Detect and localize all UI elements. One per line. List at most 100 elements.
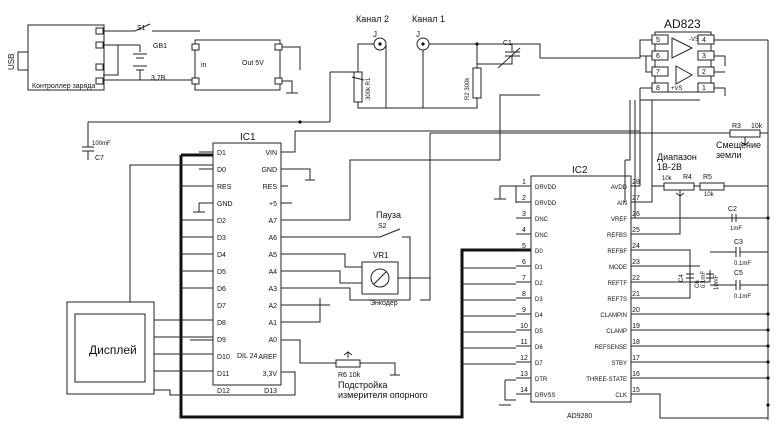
boost-converter: in Out 5V (191, 39, 301, 94)
ic1-pin-label: D6 (217, 286, 226, 293)
switch-s2: Пауза S2 (281, 210, 411, 300)
c2-value: 1mF (730, 226, 742, 232)
ic2-pin-label: REFTF (608, 281, 628, 287)
ic2-pin-label: CLAMP (606, 329, 627, 335)
capacitor-c1: C1 (477, 40, 521, 69)
ic1-pin-label: VIN (265, 150, 277, 157)
ic1-pin-label: A0 (268, 337, 277, 344)
svg-text:6: 6 (656, 53, 660, 60)
ic2-pin-label: DNC (535, 233, 549, 239)
ic2-pin-number: 21 (632, 291, 640, 298)
ic2-right-pins: 28AVDD27AIN26VREF25REFBS24REFBF23MODE22R… (586, 179, 640, 399)
capacitor-c4: C4 0.1mF (679, 271, 707, 288)
ic2-type: AD9280 (567, 413, 592, 420)
ic2-pin-number: 11 (520, 339, 527, 346)
svg-text:1: 1 (702, 85, 706, 92)
opamp-vs-pos: +VS (671, 86, 683, 92)
opamp-label: AD823 (664, 17, 701, 31)
channel1-jack: Канал 1 J (412, 14, 541, 108)
ic1-pin-label: D0 (217, 167, 226, 174)
ic2-pin-label: CLAMPIN (600, 313, 627, 319)
c3-value: 0.1mF (734, 261, 751, 267)
svg-text:5: 5 (656, 37, 660, 44)
r3-label: R3 (732, 123, 741, 130)
ic2-pin-label: REFTS (607, 297, 627, 303)
usb-connector: USB (7, 51, 29, 71)
opamp-ad823: AD823 5 6 7 8 4 3 2 1 -VS +VS (540, 17, 768, 101)
ic1-pin-label: D8 (217, 320, 226, 327)
ic2-pin-label: REFBS (607, 233, 627, 239)
vr1-label: VR1 (373, 251, 389, 260)
c7-value: 100mF (92, 141, 111, 147)
ic2-pin-number: 26 (632, 211, 640, 218)
ic2-pin-number: 27 (632, 195, 640, 202)
ic2-pin-label: REFSENSE (595, 345, 627, 351)
encoder-label: Энкодер (370, 300, 398, 307)
r4-value: 10k (662, 176, 673, 182)
r6-label: R6 10k (338, 372, 361, 379)
ic2-pin-label: STBY (611, 361, 627, 367)
c6-label: C6 (695, 280, 701, 288)
ic2-pin-label: VREF (611, 217, 627, 223)
ic2-pin-number: 22 (632, 275, 640, 282)
opamp-vs-neg: -VS (689, 37, 699, 43)
ic2-pin-number: 28 (632, 179, 640, 186)
display-module: Дисплей (66, 164, 296, 396)
ic1-pin-label: D5 (217, 269, 226, 276)
ic1-pin-label: +5 (269, 201, 277, 208)
ic2-pin-label: D7 (535, 361, 543, 367)
ic1-pin-label: RES (217, 184, 232, 191)
ic2-left-pins: 1DRVDD2DRVDD3DNC4DNC5D06D17D28D39D410D51… (516, 179, 557, 399)
display-label: Дисплей (89, 343, 137, 357)
c5-value: 0.1mF (734, 294, 751, 300)
ic2-pin-number: 1 (522, 179, 526, 186)
usb-label: USB (7, 54, 16, 70)
ic1-type: DIL 24 (237, 353, 257, 360)
ic1-pin-label: A4 (268, 269, 277, 276)
ic1-pin-label: D2 (217, 218, 226, 225)
battery-voltage-label: 3,7В (151, 75, 166, 82)
ic2-pin-number: 17 (632, 355, 640, 362)
ic2-pin-number: 20 (632, 307, 640, 314)
ic2-label: IC2 (572, 165, 588, 176)
ic1-pin-label: AREF (258, 354, 277, 361)
ic2-pin-number: 6 (522, 259, 526, 266)
ic2-pin-number: 13 (520, 371, 528, 378)
c4-value: 0.1mF (701, 271, 707, 288)
capacitor-c5: C5 0.1mF (710, 270, 768, 300)
svg-text:8: 8 (656, 85, 660, 92)
r3-value: 10k (751, 123, 763, 130)
encoder-vr1: VR1 Энкодер (281, 251, 431, 307)
c6-value: 10mF (714, 274, 720, 290)
r1-label: 300k R1 (366, 77, 372, 100)
channel1-label: Канал 1 (412, 14, 445, 24)
ic1-pin-label: A5 (268, 252, 277, 259)
ic2-pin-label: THREE-STATE (586, 377, 627, 383)
ic2-pin-number: 24 (632, 243, 640, 250)
ic2-pin-label: CLK (615, 393, 627, 399)
ic2-pin-label: D3 (535, 297, 543, 303)
ic2-pin-number: 9 (522, 307, 526, 314)
capacitor-c2: C2 1mF (728, 206, 742, 232)
ic1-pin-label: D9 (217, 337, 226, 344)
gb1-label: GB1 (153, 43, 167, 50)
ic2-pin-number: 15 (632, 387, 640, 394)
ic2-pin-label: D0 (535, 249, 543, 255)
ic1-pin-label: D3 (217, 235, 226, 242)
c7-label: C7 (95, 155, 104, 162)
ic2-pin-number: 25 (632, 227, 640, 234)
ic1-pin-label: A2 (268, 303, 277, 310)
svg-text:2: 2 (702, 69, 706, 76)
svg-text:4: 4 (702, 37, 706, 44)
ic1-pin-label: A7 (268, 218, 277, 225)
ic2-pin-number: 4 (522, 227, 526, 234)
ic2-pin-number: 2 (522, 195, 526, 202)
ic2-pin-label: REFBF (607, 249, 627, 255)
ic2-pin-label: D6 (535, 345, 543, 351)
ic2-pin-label: D2 (535, 281, 543, 287)
